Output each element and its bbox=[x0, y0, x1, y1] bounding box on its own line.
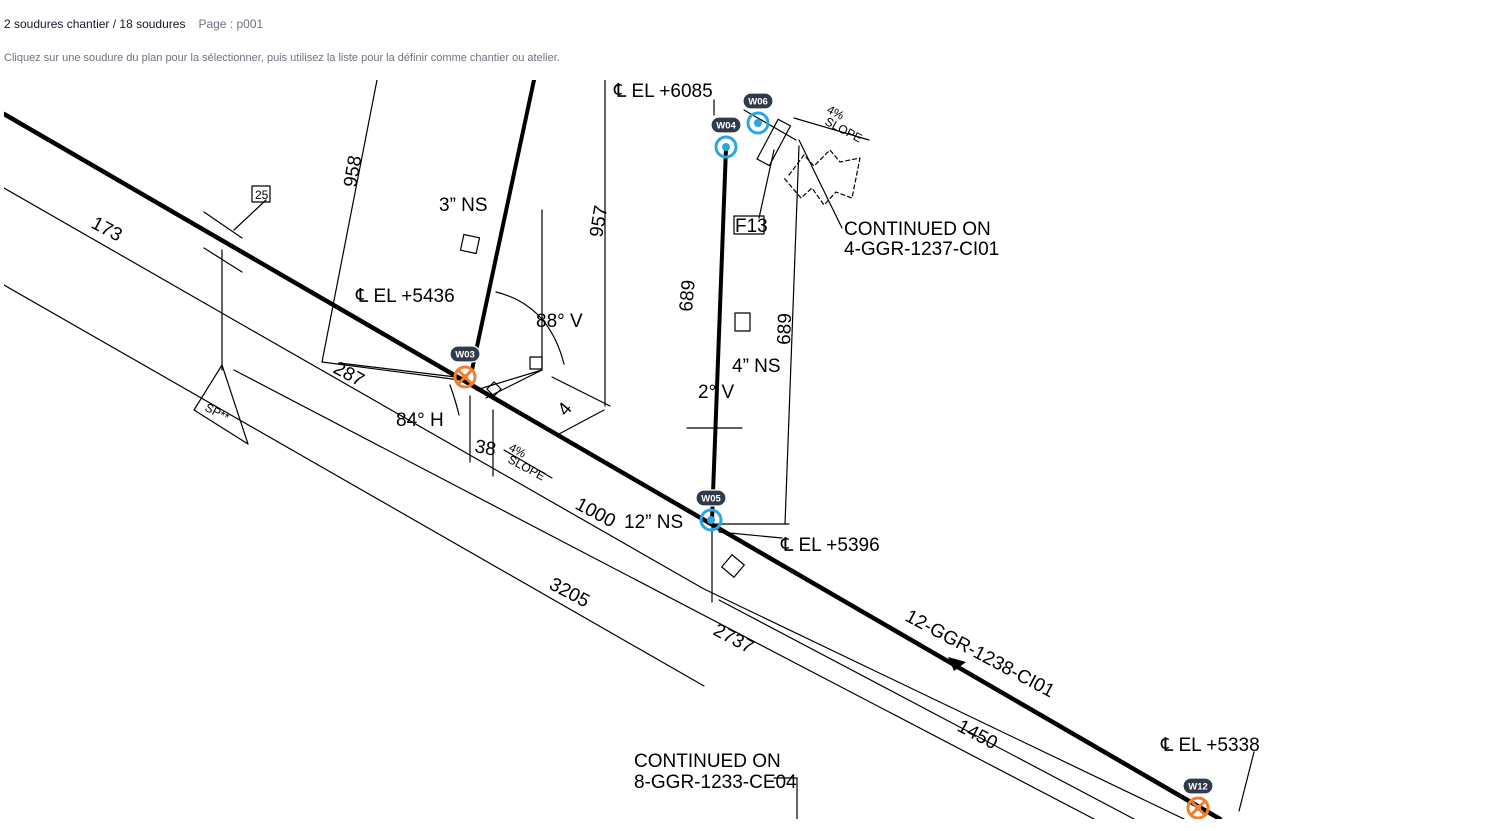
weld-tag-w12: W12 bbox=[1188, 782, 1208, 793]
page-indicator: Page : p001 bbox=[198, 17, 264, 31]
dim-3205: 3205 bbox=[546, 574, 593, 612]
label-el-5396: ℄ EL +5396 bbox=[780, 535, 880, 556]
isometric-plan-viewer[interactable]: ℄ EL +6085 ℄ EL +5436 ℄ EL +5396 ℄ EL +5… bbox=[4, 80, 1499, 819]
dim-38: 38 bbox=[473, 436, 497, 460]
weld-tag-w03: W03 bbox=[455, 350, 475, 361]
continued-line-2: 8-GGR-1233-CE04 bbox=[634, 772, 797, 793]
dim-958: 958 bbox=[340, 154, 366, 189]
dim-689-a: 689 bbox=[676, 279, 700, 312]
slope-text-top: SLOPE bbox=[823, 114, 865, 145]
label-84-h: 84° H bbox=[396, 410, 444, 431]
elbow-marker bbox=[486, 381, 502, 397]
tag-25-label: 25 bbox=[255, 188, 269, 202]
label-3in-ns: 3” NS bbox=[439, 195, 488, 216]
main-pipe bbox=[4, 111, 1223, 819]
branch-pipe-4in bbox=[710, 146, 728, 522]
label-12in-ns: 12” NS bbox=[624, 512, 683, 533]
weld-w04[interactable]: W04 bbox=[710, 116, 742, 159]
support-box bbox=[721, 554, 745, 578]
weld-summary-bar: 2 soudures chantier / 18 soudures Page :… bbox=[4, 16, 263, 32]
valve-symbol bbox=[756, 118, 792, 167]
reducer-box-3in bbox=[459, 233, 481, 255]
angle-arc-84 bbox=[449, 384, 460, 416]
dim-4: 4 bbox=[554, 398, 577, 420]
gusset-box bbox=[529, 356, 543, 370]
continued-on-2: CONTINUED ON bbox=[634, 751, 781, 772]
line-number-label: 12-GGR-1238-CI01 bbox=[902, 606, 1058, 702]
dim-2737: 2737 bbox=[710, 620, 757, 658]
label-2-v: 2° V bbox=[698, 382, 734, 403]
instructions-text: Cliquez sur une soudure du plan pour la … bbox=[4, 52, 560, 64]
reducer-box-4in bbox=[734, 312, 751, 332]
weld-tag-w06: W06 bbox=[748, 97, 768, 108]
weld-w03[interactable]: W03 bbox=[449, 345, 481, 389]
flow-arrow bbox=[948, 657, 966, 671]
label-4in-ns: 4” NS bbox=[732, 356, 781, 377]
continued-line-1: 4-GGR-1237-CI01 bbox=[844, 239, 999, 260]
weld-count: 2 soudures chantier / 18 soudures bbox=[4, 17, 186, 31]
dim-1450: 1450 bbox=[954, 716, 1001, 754]
dim-287: 287 bbox=[330, 358, 368, 391]
dim-957: 957 bbox=[586, 204, 612, 239]
weld-tag-w04: W04 bbox=[716, 121, 736, 132]
slope-zigzag bbox=[783, 149, 861, 206]
label-sp: SP** bbox=[203, 400, 232, 424]
weld-w06[interactable]: W06 bbox=[742, 92, 774, 135]
label-el-5338: ℄ EL +5338 bbox=[1160, 735, 1260, 756]
continued-on-1: CONTINUED ON bbox=[844, 219, 991, 240]
label-el-5436: ℄ EL +5436 bbox=[355, 286, 455, 307]
angle-arc-88 bbox=[495, 291, 565, 365]
label-88-v: 88° V bbox=[536, 311, 583, 332]
weld-tag-w05: W05 bbox=[701, 494, 721, 505]
branch-pipe-3in bbox=[470, 80, 536, 372]
tag-box-25 bbox=[251, 185, 271, 203]
tag-box-f13 bbox=[733, 215, 765, 235]
dimension-lines bbox=[4, 80, 1255, 819]
dim-173: 173 bbox=[88, 213, 126, 246]
support-triangle bbox=[193, 364, 249, 445]
weld-w12[interactable]: W12 bbox=[1182, 777, 1214, 819]
weld-w05[interactable]: W05 bbox=[695, 489, 727, 532]
isometric-drawing[interactable]: ℄ EL +6085 ℄ EL +5436 ℄ EL +5396 ℄ EL +5… bbox=[4, 80, 1499, 819]
label-el-6085: ℄ EL +6085 bbox=[613, 81, 713, 102]
tag-f13-label: F13 bbox=[735, 216, 768, 237]
dim-689-b: 689 bbox=[774, 313, 796, 345]
